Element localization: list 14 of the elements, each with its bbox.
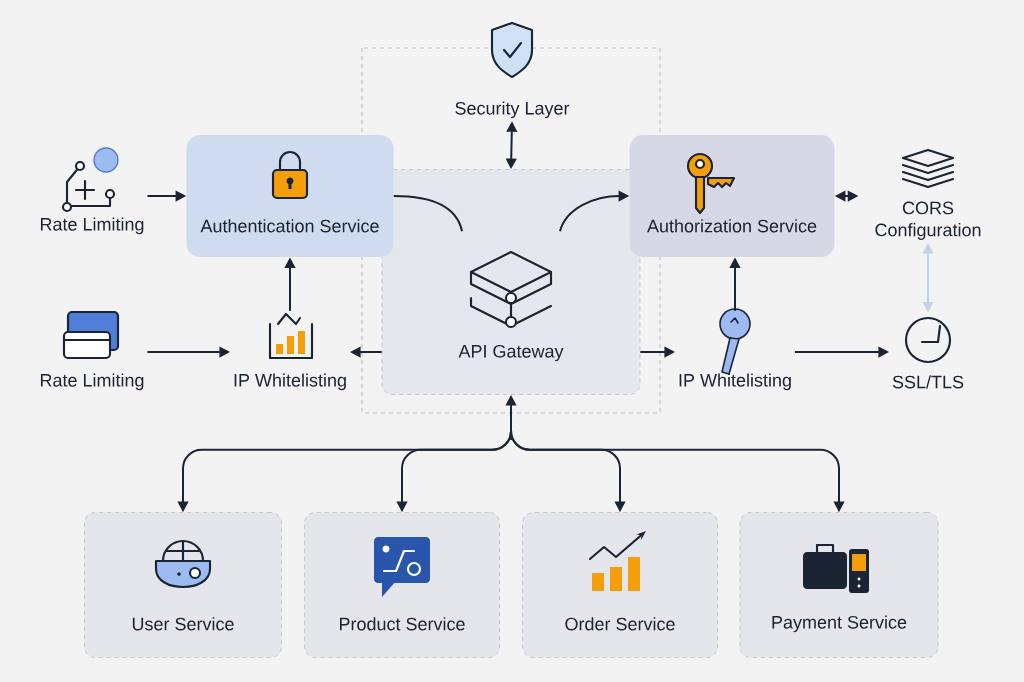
component-label: CORS Configuration bbox=[875, 201, 981, 240]
service-box: Authorization Service bbox=[629, 135, 835, 257]
component-label: IP Whitelisting bbox=[234, 373, 346, 391]
component-label: Security Layer bbox=[455, 101, 570, 119]
gateway-box: API Gateway bbox=[381, 169, 641, 395]
service-box: Authentication Service bbox=[186, 135, 394, 257]
service-box: User Service bbox=[84, 512, 282, 658]
service-box: Order Service bbox=[522, 512, 718, 658]
component-label: Rate Limiting bbox=[40, 217, 144, 235]
service-box: Product Service bbox=[304, 512, 500, 658]
component-label: SSL/TLS bbox=[892, 375, 964, 389]
component-label: Rate Limiting bbox=[40, 373, 144, 391]
service-box: Payment Service bbox=[739, 512, 939, 658]
component-label: IP Whitelisting bbox=[679, 373, 791, 391]
